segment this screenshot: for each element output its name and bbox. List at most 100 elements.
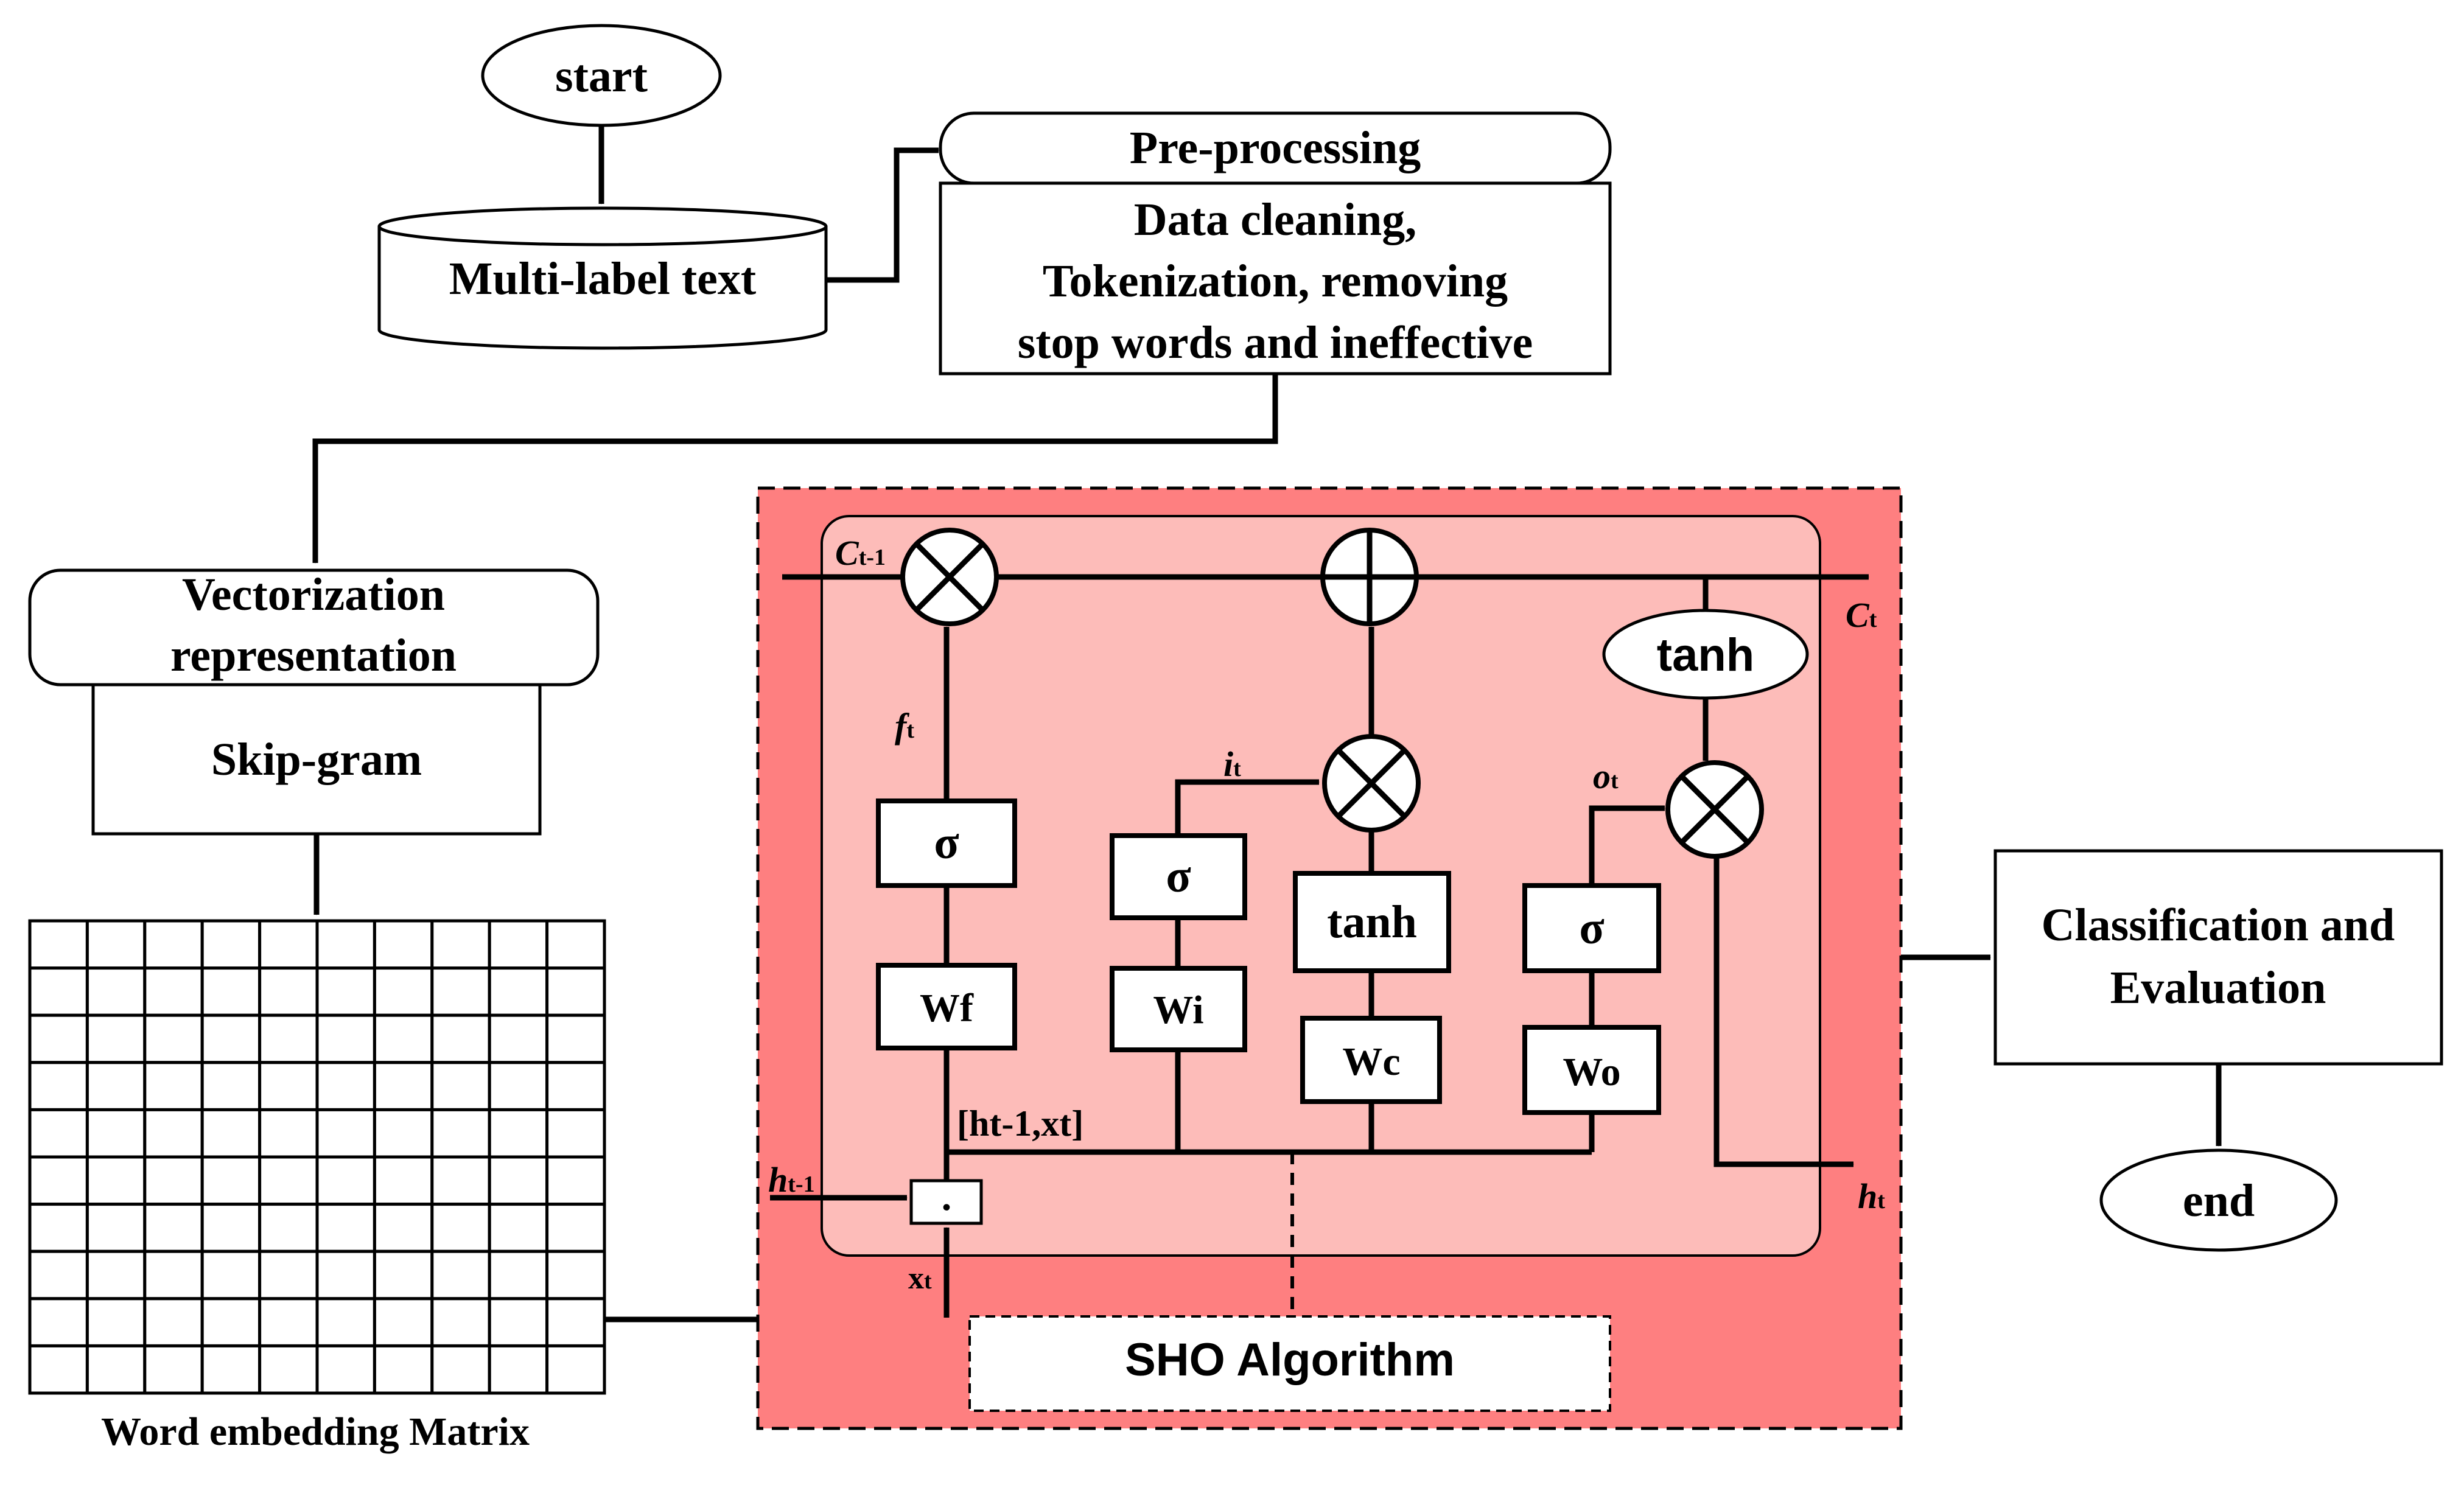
matrix-cell (430, 1155, 491, 1206)
candidate-tanh-label: tanh (1327, 896, 1417, 948)
matrix-cell (488, 1203, 549, 1253)
matrix-cell (430, 1249, 491, 1301)
end-node: end (2099, 1148, 2338, 1252)
matrix-cell (85, 919, 147, 970)
matrix-cell (200, 1344, 262, 1395)
matrix-cell (143, 1061, 204, 1111)
output-sigma-label: σ (1579, 903, 1604, 954)
input-sigma-label: σ (1166, 851, 1191, 902)
matrix-cell (545, 1108, 606, 1159)
forget-sigma-box: σ (876, 798, 1017, 888)
matrix-cell (143, 966, 204, 1017)
matrix-cell (315, 1013, 376, 1064)
matrix-cell (430, 966, 491, 1017)
matrix-cell (315, 1249, 376, 1301)
matrix-cell (430, 919, 491, 970)
word-embedding-matrix (28, 919, 606, 1395)
matrix-cell (200, 966, 262, 1017)
matrix-cell (258, 1297, 319, 1347)
matrix-cell (545, 1013, 606, 1064)
matrix-cell (545, 1297, 606, 1347)
input-multiply-op (1322, 734, 1421, 833)
matrix-cell (258, 1249, 319, 1301)
matrix-cell (143, 1013, 204, 1064)
matrix-cell (430, 1344, 491, 1395)
matrix-cell (200, 919, 262, 970)
forget-sigma-label: σ (934, 817, 959, 868)
matrix-cell (85, 1155, 147, 1206)
matrix-cell (85, 1297, 147, 1347)
input-sigma-box: σ (1110, 833, 1247, 920)
matrix-cell (373, 1344, 434, 1395)
classification-box: Classification and Evaluation (1993, 849, 2443, 1066)
matrix-cell (488, 1344, 549, 1395)
matrix-cell (315, 919, 376, 970)
matrix-cell (373, 1155, 434, 1206)
cell-state-in-label: Ct-1 (835, 533, 886, 573)
weight-label-wo: Wo (1563, 1050, 1620, 1094)
matrix-cell (143, 1203, 204, 1253)
preprocessing-block: Pre-processing Data cleaning, Tokenizati… (939, 111, 1612, 376)
sho-algorithm-box: SHO Algorithm (968, 1315, 1611, 1412)
classification-line-1: Classification and (2042, 900, 2395, 951)
matrix-cell (200, 1297, 262, 1347)
matrix-cell (28, 1155, 89, 1206)
matrix-cell (430, 1108, 491, 1159)
preprocessing-step-1: Data cleaning, (1134, 194, 1416, 245)
matrix-cell (85, 1061, 147, 1111)
matrix-cell (200, 1013, 262, 1064)
matrix-cell (143, 1249, 204, 1301)
matrix-cell (85, 1013, 147, 1064)
weight-label-wc: Wc (1342, 1040, 1400, 1084)
matrix-cell (488, 1061, 549, 1111)
matrix-cell (200, 1155, 262, 1206)
end-label: end (2183, 1175, 2255, 1226)
matrix-cell (28, 1297, 89, 1347)
matrix-cell (373, 1297, 434, 1347)
weight-box-wf: Wf (876, 963, 1017, 1050)
output-sigma-box: σ (1522, 883, 1661, 973)
matrix-cell (28, 1249, 89, 1301)
matrix-cell (28, 1108, 89, 1159)
weight-label-wf: Wf (920, 986, 974, 1030)
matrix-cell (488, 1249, 549, 1301)
matrix-cell (143, 1344, 204, 1395)
matrix-cell (143, 1108, 204, 1159)
cell-add-op (1320, 528, 1419, 626)
matrix-cell (488, 919, 549, 970)
output-signal-label: ot (1593, 756, 1619, 796)
vectorization-title-line-1: Vectorization (182, 569, 445, 620)
matrix-cell (258, 966, 319, 1017)
matrix-cell (488, 1013, 549, 1064)
vectorization-title-line-2: representation (170, 630, 457, 681)
multiply-icon (1679, 774, 1750, 845)
hidden-state-in-label: ht-1 (768, 1160, 815, 1200)
cell-tanh-node: tanh (1602, 609, 1809, 700)
matrix-cell (430, 1013, 491, 1064)
forget-multiply-op (900, 528, 999, 626)
matrix-cell (28, 1203, 89, 1253)
matrix-cell (373, 1249, 434, 1301)
matrix-cell (373, 1108, 434, 1159)
matrix-cell (200, 1061, 262, 1111)
matrix-cell (373, 1061, 434, 1111)
lstm-panel: tanh σ σ tanh σ Wf Wi Wc (756, 486, 1903, 1430)
matrix-cell (85, 966, 147, 1017)
matrix-cell (373, 1013, 434, 1064)
matrix-cell (28, 966, 89, 1017)
multiply-icon (914, 542, 985, 612)
word-embedding-caption: Word embedding Matrix (101, 1410, 530, 1454)
classification-line-2: Evaluation (2110, 962, 2326, 1013)
weight-box-wc: Wc (1300, 1016, 1442, 1104)
matrix-cell (28, 919, 89, 970)
multi-label-text-database: Multi-label text (377, 206, 828, 350)
matrix-cell (28, 1344, 89, 1395)
matrix-cell (545, 1155, 606, 1206)
matrix-cell (545, 1249, 606, 1301)
matrix-cell (545, 919, 606, 970)
matrix-cell (315, 1344, 376, 1395)
matrix-cell (488, 1155, 549, 1206)
matrix-cell (143, 1155, 204, 1206)
matrix-cell (545, 966, 606, 1017)
hidden-state-out-arrow (1713, 857, 1854, 1167)
